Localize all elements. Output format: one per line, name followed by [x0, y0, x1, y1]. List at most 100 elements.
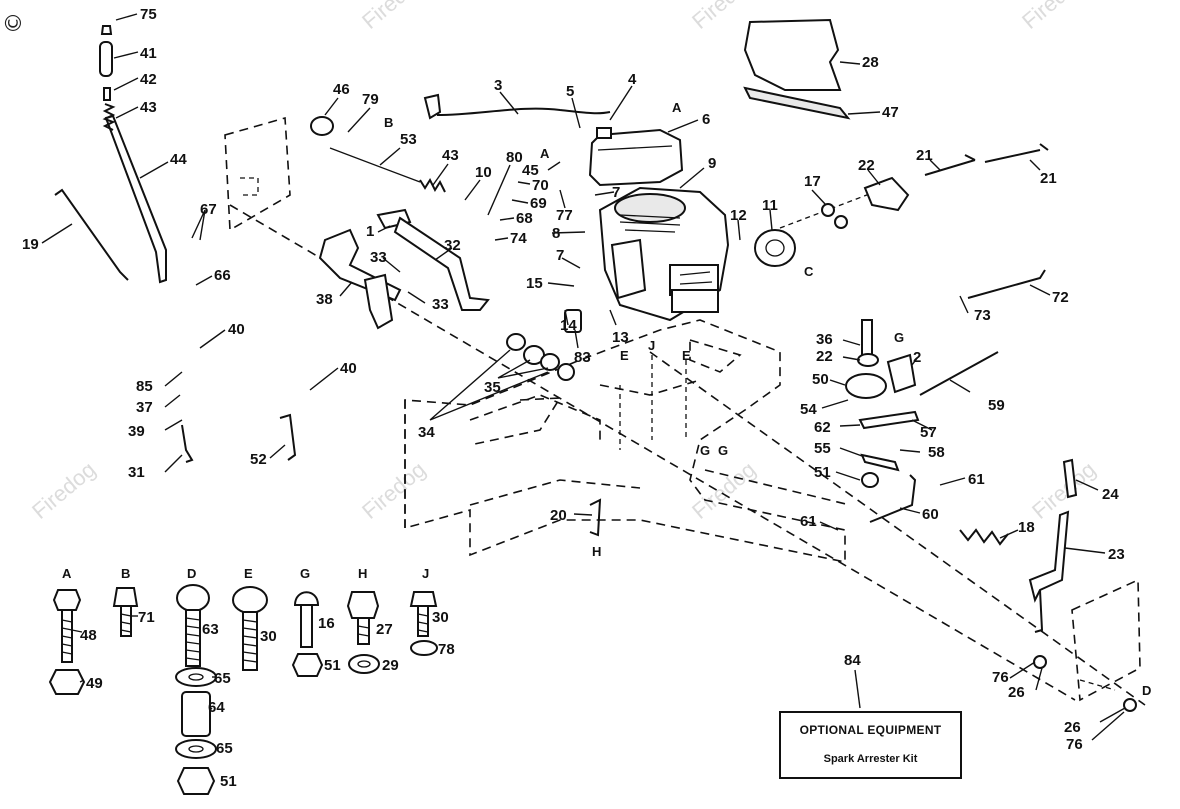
left-side-panel — [224, 116, 291, 232]
callout-5: 5 — [566, 83, 574, 100]
center-line — [229, 204, 1076, 701]
callout-63: 63 — [202, 621, 219, 638]
callout-11: 11 — [762, 197, 778, 214]
callout-49: 49 — [86, 675, 103, 692]
rod-72 — [967, 269, 1046, 299]
callout-51-c: 51 — [220, 773, 237, 790]
callout-8: 8 — [552, 225, 560, 242]
hw-letter-E: E — [244, 566, 253, 581]
hw-letter-H: H — [358, 566, 367, 581]
callout-33-b: 33 — [432, 296, 449, 313]
axle-line — [1079, 679, 1116, 691]
callout-64: 64 — [208, 699, 225, 716]
pin-41 — [99, 41, 113, 77]
fuel-tank — [588, 127, 684, 187]
optional-equipment-box: OPTIONAL EQUIPMENT Spark Arrester Kit — [779, 711, 962, 779]
hw-letter-A: A — [62, 566, 72, 581]
callout-19: 19 — [22, 236, 39, 253]
bracket-2 — [886, 353, 917, 394]
callout-61-b: 61 — [800, 513, 817, 530]
callout-79: 79 — [362, 91, 379, 108]
callout-27: 27 — [376, 621, 393, 638]
callout-72: 72 — [1052, 289, 1069, 306]
callouts: 75 41 42 43 44 19 67 66 40 85 37 39 31 4… — [22, 6, 1125, 790]
callout-44: 44 — [170, 151, 187, 168]
letter-C: C — [804, 264, 814, 279]
callout-61: 61 — [968, 471, 985, 488]
callout-70: 70 — [532, 177, 549, 194]
callout-22-c: 22 — [816, 348, 833, 365]
engine — [598, 186, 730, 322]
rod-21 — [924, 143, 1049, 176]
callout-65-b: 65 — [216, 740, 233, 757]
cable-clamp — [423, 93, 442, 120]
callout-59: 59 — [988, 397, 1005, 414]
callout-34: 34 — [418, 424, 435, 441]
callout-2: 2 — [913, 349, 921, 366]
callout-57: 57 — [920, 424, 937, 441]
washer-76 — [1033, 655, 1137, 712]
callout-10: 10 — [475, 164, 492, 181]
callout-32: 32 — [444, 237, 461, 254]
callout-16: 16 — [318, 615, 335, 632]
clip-31 — [181, 424, 194, 463]
callout-47: 47 — [882, 104, 899, 121]
washer-17 — [821, 203, 848, 229]
callout-58: 58 — [928, 444, 945, 461]
callout-30: 30 — [260, 628, 277, 645]
callout-23: 23 — [1108, 546, 1125, 563]
callout-48: 48 — [80, 627, 97, 644]
letter-G-c: G — [894, 330, 904, 345]
hw-letter-D: D — [187, 566, 196, 581]
callout-45: 45 — [522, 162, 539, 179]
hardware-H — [346, 591, 380, 674]
hardware-G — [291, 591, 324, 677]
callout-53: 53 — [400, 131, 417, 148]
callout-43-b: 43 — [442, 147, 459, 164]
spring-18 — [959, 528, 1009, 546]
knob-46 — [310, 116, 334, 136]
callout-62: 62 — [814, 419, 831, 436]
callout-28: 28 — [862, 54, 879, 71]
clip-52 — [279, 413, 297, 461]
callout-4: 4 — [628, 71, 637, 88]
callout-68: 68 — [516, 210, 533, 227]
letter-G-b: G — [718, 443, 728, 458]
arm-62 — [858, 410, 920, 430]
callout-33: 33 — [370, 249, 387, 266]
letter-G: G — [700, 443, 710, 458]
callout-43: 43 — [140, 99, 157, 116]
callout-20: 20 — [550, 507, 567, 524]
callout-35: 35 — [484, 379, 501, 396]
callout-24: 24 — [1102, 486, 1119, 503]
bolt-83 — [564, 309, 582, 333]
callout-55: 55 — [814, 440, 831, 457]
callout-26-b: 26 — [1064, 719, 1081, 736]
letter-A: A — [672, 100, 682, 115]
callout-80: 80 — [506, 149, 523, 166]
callout-21-b: 21 — [1040, 170, 1057, 187]
callout-42: 42 — [140, 71, 157, 88]
callout-38: 38 — [316, 291, 333, 308]
watermark: Firedog — [357, 457, 430, 524]
callout-54: 54 — [800, 401, 817, 418]
pin-42 — [103, 87, 111, 101]
callout-3: 3 — [494, 77, 502, 94]
hardware-A — [48, 589, 86, 695]
hardware-J — [409, 591, 438, 656]
callout-37: 37 — [136, 399, 153, 416]
pulley-11 — [754, 229, 796, 267]
callout-39: 39 — [128, 423, 145, 440]
letter-A-b: A — [540, 146, 550, 161]
callout-83: 83 — [574, 349, 591, 366]
callout-41: 41 — [140, 45, 157, 62]
callout-75: 75 — [140, 6, 157, 23]
callout-30-b: 30 — [432, 609, 449, 626]
shift-lever-1 — [376, 208, 490, 311]
callout-69: 69 — [530, 195, 547, 212]
callout-73: 73 — [974, 307, 991, 324]
callout-29: 29 — [382, 657, 399, 674]
callout-84: 84 — [844, 652, 861, 669]
cap-75 — [100, 25, 113, 35]
